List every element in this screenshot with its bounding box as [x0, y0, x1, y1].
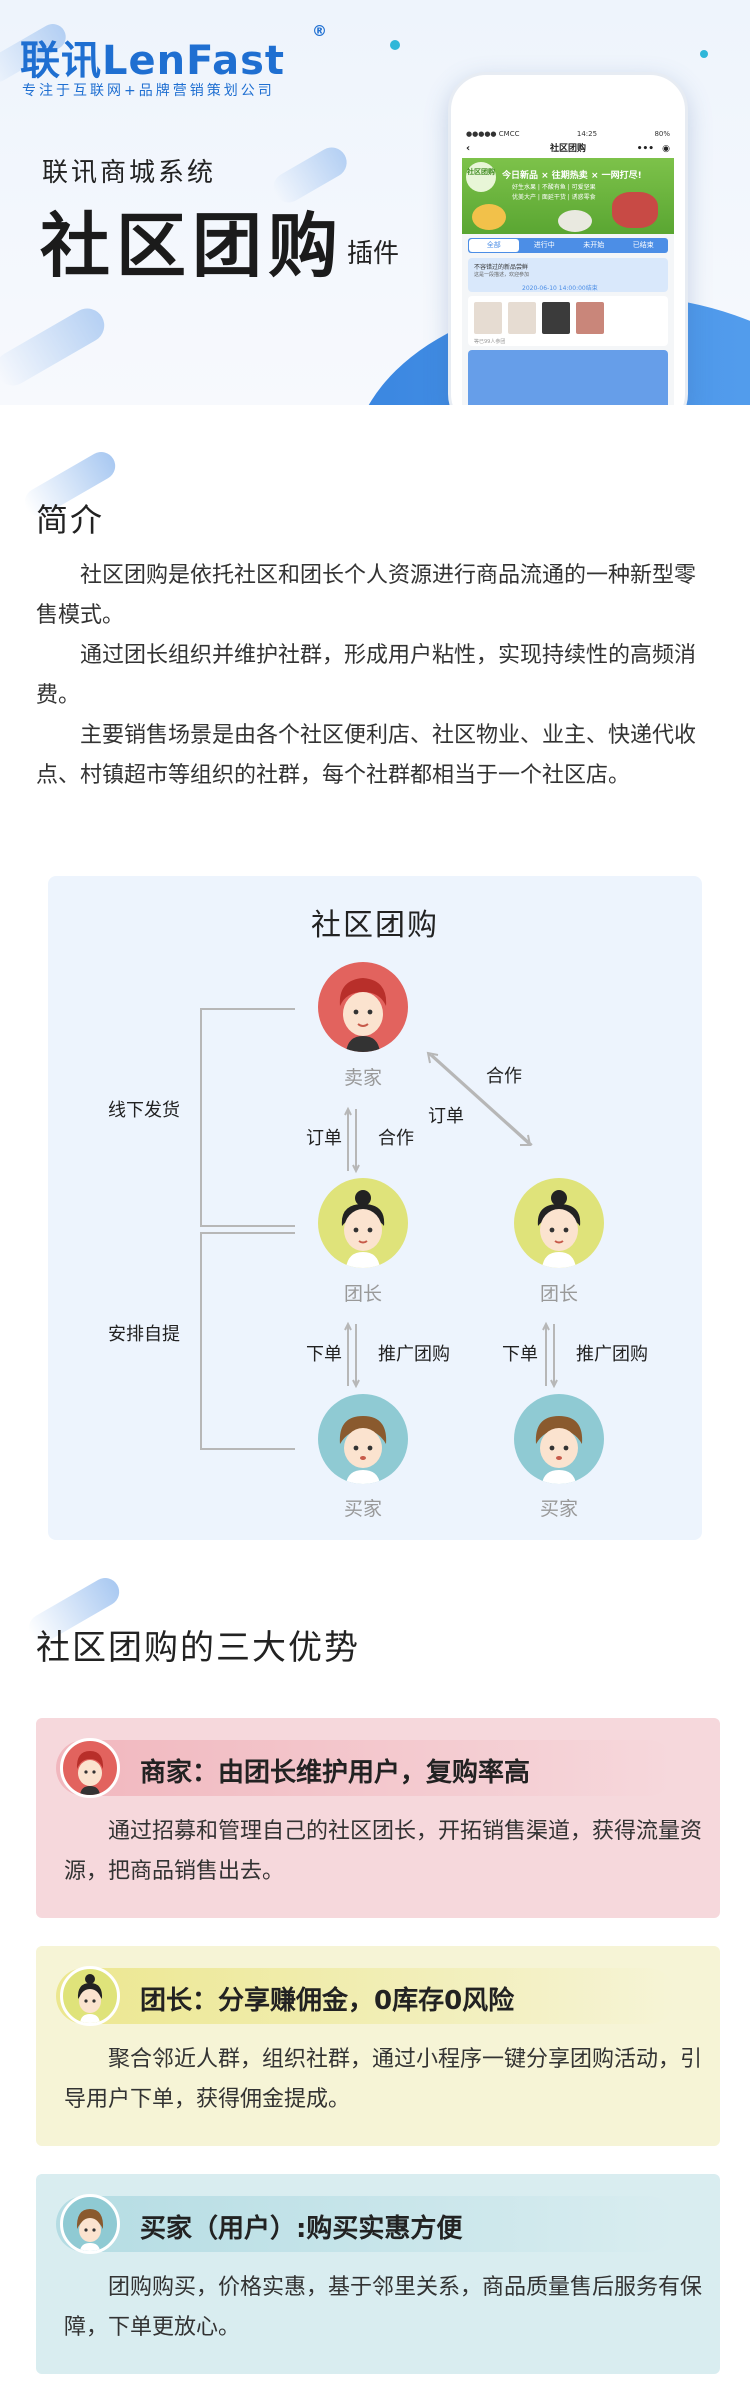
label-cooperate: 合作 [486, 1066, 522, 1087]
advantage-body: 聚合邻近人群，组织社群，通过小程序一键分享团购活动，引导用户下单，获得佣金提成。 [64, 2047, 703, 2112]
role-seller: 卖家 [343, 1067, 382, 1089]
intro-paragraph: 社区团购是依托社区和团长个人资源进行商品流通的一种新型零售模式。 [36, 563, 697, 628]
phone-screen: ●●●●● CMCC 14:25 80% ‹ 社区团购 ••• ◉ 社区团购 今… [462, 128, 674, 405]
role-leader: 团长 [343, 1283, 382, 1305]
tab-ended[interactable]: 已结束 [632, 241, 654, 249]
product-image [576, 302, 604, 334]
buyer-avatar [318, 1394, 408, 1484]
brand-logo: 联讯LenFast [20, 38, 285, 84]
advantages-heading: 社区团购的三大优势 [36, 1628, 360, 1668]
leader-avatar [514, 1178, 604, 1268]
activity-date: 2020-06-10 14:00:00结束 [522, 285, 598, 292]
connector-line [200, 1448, 295, 1450]
leader-avatar [60, 1966, 120, 2026]
back-icon[interactable]: ‹ [466, 143, 471, 154]
connector-line [200, 1232, 295, 1234]
tab-upcoming[interactable]: 未开始 [583, 241, 605, 249]
role-leader: 团长 [539, 1283, 578, 1305]
buyer-avatar [514, 1394, 604, 1484]
label-order: 订单 [428, 1106, 464, 1127]
banner-badge: 社区团购 [466, 162, 496, 192]
advantage-body: 通过招募和管理自己的社区团长，开拓销售渠道，获得流量资源，把商品销售出去。 [64, 1819, 703, 1884]
hero-banner: 联讯LenFast ® 专注于互联网+品牌营销策划公司 联讯商城系统 社区团购 … [0, 0, 750, 405]
activity-title: 不容错过的新品尝鲜 [474, 264, 529, 271]
battery: 80% [654, 130, 670, 138]
intro-heading: 简介 [36, 501, 105, 539]
decor-streak [0, 302, 111, 392]
meat-image [612, 192, 658, 228]
label-offline-delivery: 线下发货 [108, 1100, 180, 1121]
connector-line [200, 1232, 202, 1450]
advantage-title: 买家（用户）:购买实惠方便 [140, 2214, 463, 2244]
phone-page-title: 社区团购 [549, 144, 586, 154]
connector-line [200, 1008, 202, 1226]
label-promote: 推广团购 [576, 1344, 648, 1365]
more-icon[interactable]: ••• [636, 144, 654, 154]
clock: 14:25 [576, 130, 598, 138]
seller-avatar [318, 962, 408, 1052]
diagram-title: 社区团购 [311, 908, 439, 943]
label-place-order: 下单 [306, 1344, 342, 1365]
leader-avatar [318, 1178, 408, 1268]
banner-headline: 今日新品 × 往期热卖 × 一网打尽! [502, 171, 642, 181]
role-buyer: 买家 [343, 1498, 382, 1520]
product-note: 等已99人参团 [474, 339, 506, 345]
connector-line [200, 1225, 295, 1227]
tab-ongoing[interactable]: 进行中 [533, 241, 555, 249]
intro-paragraph: 主要销售场景是由各个社区便利店、社区物业、业主、快递代收点、村镇超市等组织的社群… [36, 723, 697, 788]
fruit-image [472, 204, 506, 230]
advantage-body: 团购购买，价格实惠，基于邻里关系，商品质量售后服务有保障，下单更放心。 [64, 2275, 703, 2340]
double-arrow-icon [344, 1321, 360, 1389]
brand-slogan: 专注于互联网+品牌营销策划公司 [22, 83, 275, 99]
tab-all[interactable]: 全部 [469, 239, 519, 252]
banner-line: 优美大产 | 面延干货 | 诱惑零食 [512, 194, 596, 201]
label-promote: 推广团购 [378, 1344, 450, 1365]
target-icon[interactable]: ◉ [662, 144, 670, 154]
carrier: ●●●●● CMCC [466, 130, 520, 138]
label-order: 订单 [306, 1128, 342, 1149]
decor-dot [390, 40, 400, 50]
role-buyer: 买家 [539, 1498, 578, 1520]
food-image [558, 210, 592, 232]
label-pickup: 安排自提 [108, 1324, 180, 1345]
advantage-pill [56, 1968, 676, 2024]
label-place-order: 下单 [502, 1344, 538, 1365]
decor-dot [700, 50, 708, 58]
advantage-title: 商家：由团长维护用户，复购率高 [140, 1758, 531, 1788]
activity-desc: 这是一段描述，欢迎参加 [474, 272, 530, 278]
hero-title: 社区团购 [40, 205, 344, 287]
double-arrow-icon [542, 1321, 558, 1389]
promo-banner[interactable]: 社区团购 今日新品 × 往期热卖 × 一网打尽! 好生水果 | 不酸有鱼 | 可… [462, 158, 674, 234]
product-image [508, 302, 536, 334]
product-image [542, 302, 570, 334]
registered-mark: ® [312, 22, 327, 40]
double-arrow-icon [344, 1106, 360, 1174]
advantage-title: 团长：分享赚佣金，0库存0风险 [140, 1986, 515, 2016]
phone-tabs: 全部 进行中 未开始 已结束 [468, 238, 668, 253]
label-cooperate: 合作 [378, 1128, 414, 1149]
status-bar: ●●●●● CMCC 14:25 80% [462, 128, 674, 140]
advantage-pill [56, 2196, 676, 2252]
banner-line: 好生水果 | 不酸有鱼 | 可爱坚果 [512, 184, 596, 191]
phone-nav-bar: ‹ 社区团购 ••• ◉ [462, 140, 674, 158]
hero-subtitle: 插件 [347, 239, 400, 269]
buyer-avatar [60, 2194, 120, 2254]
diagonal-arrow-icon [426, 1051, 533, 1146]
seller-avatar [60, 1738, 120, 1798]
system-name: 联讯商城系统 [42, 158, 217, 188]
activity-card[interactable] [468, 258, 668, 292]
intro-paragraph: 通过团长组织并维护社群，形成用户粘性，实现持续性的高频消费。 [36, 643, 697, 708]
activity-card[interactable] [468, 350, 668, 405]
product-image [474, 302, 502, 334]
advantage-pill [56, 1740, 676, 1796]
connector-line [200, 1008, 295, 1010]
